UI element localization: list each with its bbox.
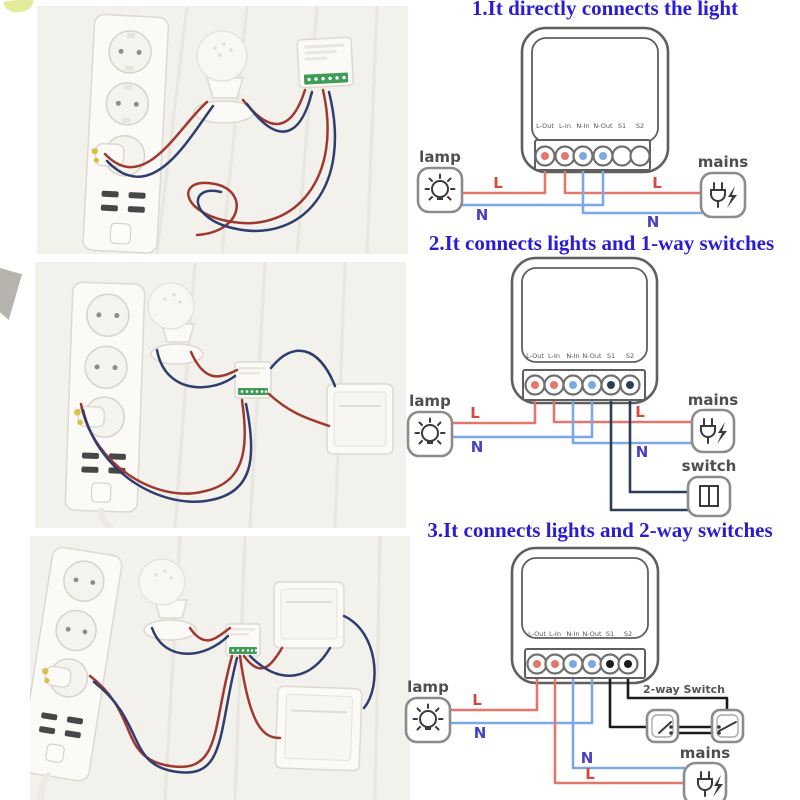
photo-edge-shadow bbox=[0, 268, 22, 320]
terminal-label-n-out: N-Out bbox=[582, 352, 602, 360]
smart-switch-module bbox=[296, 36, 354, 89]
terminal-label-s2: S2 bbox=[626, 352, 634, 360]
strip-button bbox=[45, 743, 65, 763]
two-way-switch-icon-left bbox=[645, 708, 680, 744]
terminal-label-l-out: L-Out bbox=[536, 122, 554, 130]
lamp-node: lamp bbox=[404, 678, 452, 744]
live-label-left: L bbox=[470, 404, 480, 422]
neutral-label-left: N bbox=[476, 206, 489, 224]
terminal-label-n-out: N-Out bbox=[582, 630, 602, 638]
live-label-lamp: L bbox=[472, 691, 482, 709]
terminal-label-s2: S2 bbox=[636, 122, 644, 130]
bulb-icon bbox=[424, 173, 456, 201]
terminal-label-n-in: N-In bbox=[576, 122, 589, 130]
mains-label: mains bbox=[698, 153, 749, 171]
terminal-label-s1: S1 bbox=[607, 352, 615, 360]
mains-node: mains bbox=[680, 744, 731, 800]
live-label-left: L bbox=[493, 174, 503, 192]
power-strip bbox=[64, 281, 146, 528]
wall-switch bbox=[326, 383, 394, 455]
module-body bbox=[510, 256, 659, 405]
live-label-right: L bbox=[652, 174, 662, 192]
photo-wires bbox=[79, 348, 337, 503]
terminal-label-n-in: N-In bbox=[566, 630, 579, 638]
terminal-block bbox=[524, 648, 646, 679]
plug-lightning-icon bbox=[697, 771, 723, 797]
diagram-wires bbox=[446, 662, 729, 785]
terminal-label-s2: S2 bbox=[624, 630, 632, 638]
light-bulb bbox=[138, 558, 197, 641]
bulb-icon bbox=[414, 417, 446, 445]
neutral-label-right: N bbox=[636, 443, 649, 461]
plug-lightning-icon bbox=[710, 182, 737, 208]
terminal-label-l-out: L-Out bbox=[528, 630, 546, 638]
strip-button bbox=[109, 222, 132, 245]
diagram-3-two-way: L-Out L-In N-In N-Out S1 S2 lamp 2-way S… bbox=[404, 546, 745, 800]
terminal-label-l-out: L-Out bbox=[526, 352, 544, 360]
photo-edge-artifact bbox=[3, 0, 35, 14]
switch-label: switch bbox=[682, 457, 737, 475]
smart-switch-module bbox=[234, 361, 272, 399]
strip-button bbox=[90, 482, 112, 503]
photo-1-direct-connection bbox=[37, 6, 408, 254]
section-3-title: 3.It connects lights and 2-way switches bbox=[427, 518, 773, 542]
terminal-block bbox=[534, 139, 651, 171]
power-strip bbox=[30, 546, 123, 800]
power-strip bbox=[82, 13, 170, 254]
neutral-label-left: N bbox=[471, 438, 484, 456]
terminal-block bbox=[522, 369, 646, 401]
mains-node: mains bbox=[698, 153, 749, 219]
photo-2-one-way-switch bbox=[35, 262, 406, 528]
terminal-label-s1: S1 bbox=[606, 630, 614, 638]
terminal-label-l-in: L-In bbox=[548, 352, 560, 360]
section-2-title: 2.It connects lights and 1-way switches bbox=[428, 231, 775, 255]
terminal-labels: L-Out L-In N-In N-Out S1 S2 bbox=[526, 352, 634, 360]
switch-node: switch bbox=[682, 457, 737, 518]
lamp-label: lamp bbox=[419, 148, 461, 166]
neutral-label-lamp: N bbox=[474, 724, 487, 742]
mains-label: mains bbox=[688, 391, 739, 409]
terminal-label-n-out: N-Out bbox=[593, 122, 613, 130]
section-1-title: 1.It directly connects the light bbox=[471, 0, 739, 20]
plug-lightning-icon bbox=[700, 418, 727, 444]
smart-switch-module bbox=[225, 623, 261, 657]
photo-wires bbox=[103, 88, 337, 237]
live-label-right: L bbox=[635, 403, 645, 421]
two-way-switch-node: 2-way Switch bbox=[643, 683, 745, 744]
diagram-2-one-way: L-Out L-In N-In N-Out S1 S2 lamp mains bbox=[406, 256, 739, 518]
terminal-label-s1: S1 bbox=[618, 122, 626, 130]
live-label-mains: L bbox=[585, 765, 595, 783]
terminal-label-l-in: L-In bbox=[559, 122, 571, 130]
wall-switch-1 bbox=[273, 581, 345, 649]
lamp-node: lamp bbox=[416, 148, 464, 214]
photo-wires bbox=[88, 614, 376, 774]
terminal-labels: L-Out L-In N-In N-Out S1 S2 bbox=[536, 122, 644, 130]
rocker-switch-icon bbox=[699, 485, 719, 507]
light-bulb bbox=[147, 282, 204, 365]
mains-node: mains bbox=[688, 391, 739, 454]
diagram-1-direct: L-Out L-In N-In N-Out S1 S2 lamp mains bbox=[416, 26, 749, 231]
lamp-node: lamp bbox=[406, 392, 454, 458]
terminal-labels: L-Out L-In N-In N-Out S1 S2 bbox=[528, 630, 632, 638]
light-bulb bbox=[193, 30, 255, 124]
terminal-label-n-in: N-In bbox=[566, 352, 579, 360]
terminal-label-l-in: L-In bbox=[549, 630, 561, 638]
photo-3-two-way-switch bbox=[30, 536, 410, 800]
lamp-label: lamp bbox=[409, 392, 451, 410]
bulb-icon bbox=[412, 703, 444, 731]
wall-switch-2 bbox=[274, 685, 363, 772]
mains-label: mains bbox=[680, 744, 731, 762]
two-way-switch-label: 2-way Switch bbox=[643, 683, 725, 696]
neutral-label-mains: N bbox=[581, 749, 594, 767]
two-way-switch-icon-right bbox=[710, 708, 745, 744]
neutral-label-right: N bbox=[647, 213, 660, 231]
lamp-label: lamp bbox=[407, 678, 449, 696]
